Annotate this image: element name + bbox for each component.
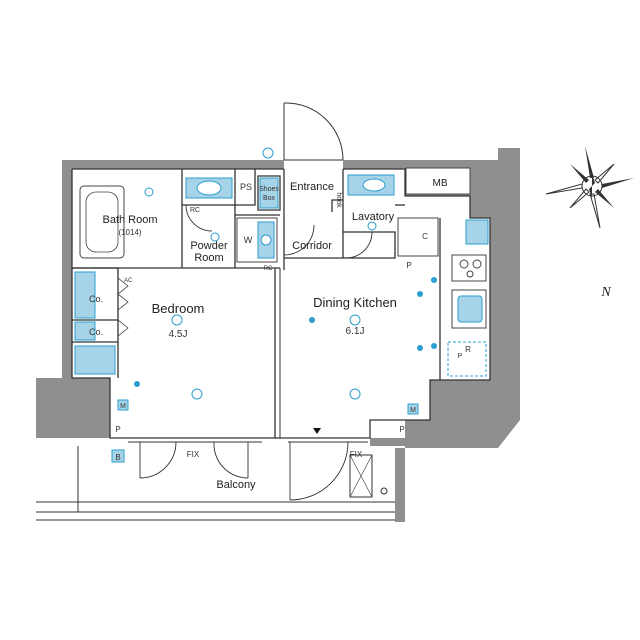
closet-label-2: Co. bbox=[89, 327, 103, 337]
closet-2 bbox=[74, 321, 96, 341]
p-badge-1: P bbox=[406, 261, 411, 270]
powder-room-label-1: Powder bbox=[190, 240, 228, 252]
balcony-label: Balcony bbox=[216, 479, 256, 491]
p-badge-2: P bbox=[115, 425, 120, 434]
powder-room-label-2: Room bbox=[194, 252, 223, 264]
balcony-doors bbox=[139, 441, 349, 501]
p-badge-4: P bbox=[458, 353, 463, 360]
hook-label: hook bbox=[335, 192, 342, 208]
rc-badge-1: RC bbox=[190, 207, 200, 214]
washer-label: W bbox=[244, 235, 253, 245]
corridor-door bbox=[283, 224, 315, 256]
exterior-walls bbox=[36, 148, 520, 522]
interior-walls bbox=[71, 168, 491, 439]
bedroom-label: Bedroom bbox=[152, 301, 205, 316]
closet-doors bbox=[117, 277, 129, 337]
shoes-box-label-1: Shoes bbox=[259, 186, 279, 193]
washer-space bbox=[236, 217, 278, 263]
p-badge-3: P bbox=[399, 425, 404, 434]
gas-stove bbox=[451, 254, 487, 282]
fix-label-1: FIX bbox=[187, 450, 200, 459]
mb-label: MB bbox=[433, 178, 448, 189]
compass-north-label: N bbox=[600, 285, 611, 300]
dk-size-label: 6.1J bbox=[346, 326, 365, 337]
m-badge-2: M bbox=[410, 407, 416, 414]
bedroom-size-label: 4.5J bbox=[169, 329, 188, 340]
m-badge-1: M bbox=[120, 403, 126, 410]
windows bbox=[128, 437, 368, 443]
r-badge: R bbox=[465, 345, 471, 354]
mb-closet bbox=[405, 167, 471, 195]
downlights bbox=[134, 277, 437, 387]
kitchen-cabinet bbox=[397, 217, 439, 257]
b-badge-box bbox=[111, 449, 125, 463]
drain-icon bbox=[380, 487, 388, 495]
b-badge: B bbox=[115, 453, 120, 462]
bath-room-label: Bath Room bbox=[102, 214, 157, 226]
rc-badge-2: RC bbox=[264, 266, 273, 272]
fridge-space bbox=[447, 341, 487, 377]
balcony bbox=[36, 446, 395, 521]
c-badge: C bbox=[422, 232, 428, 241]
ceiling-lights bbox=[144, 147, 377, 400]
bathtub bbox=[79, 185, 125, 259]
m-badge-1-box bbox=[117, 399, 129, 411]
m-badge-2-box bbox=[407, 403, 419, 415]
ac-badge: AC bbox=[124, 278, 133, 284]
bath-size-label: (1014) bbox=[118, 228, 141, 237]
entrance-marker bbox=[313, 428, 321, 434]
kitchen-sink bbox=[451, 289, 487, 329]
ps-label: PS bbox=[240, 182, 252, 192]
dining-kitchen-label: Dining Kitchen bbox=[313, 295, 397, 310]
shoes-box-label-2: Box bbox=[263, 195, 276, 202]
closet-label-1: Co. bbox=[89, 294, 103, 304]
kitchen-upper-blue bbox=[465, 219, 489, 245]
closet-1 bbox=[74, 271, 96, 319]
bath-vanity bbox=[185, 177, 233, 199]
powder-door bbox=[185, 204, 213, 232]
entrance-label: Entrance bbox=[290, 181, 334, 193]
entrance-door bbox=[283, 102, 344, 161]
compass-icon bbox=[545, 146, 634, 229]
closet-3 bbox=[74, 345, 116, 375]
corridor-label: Corridor bbox=[292, 240, 332, 252]
shoes-box bbox=[259, 177, 279, 209]
lavatory-label: Lavatory bbox=[352, 211, 395, 223]
lavatory-door bbox=[345, 231, 373, 259]
